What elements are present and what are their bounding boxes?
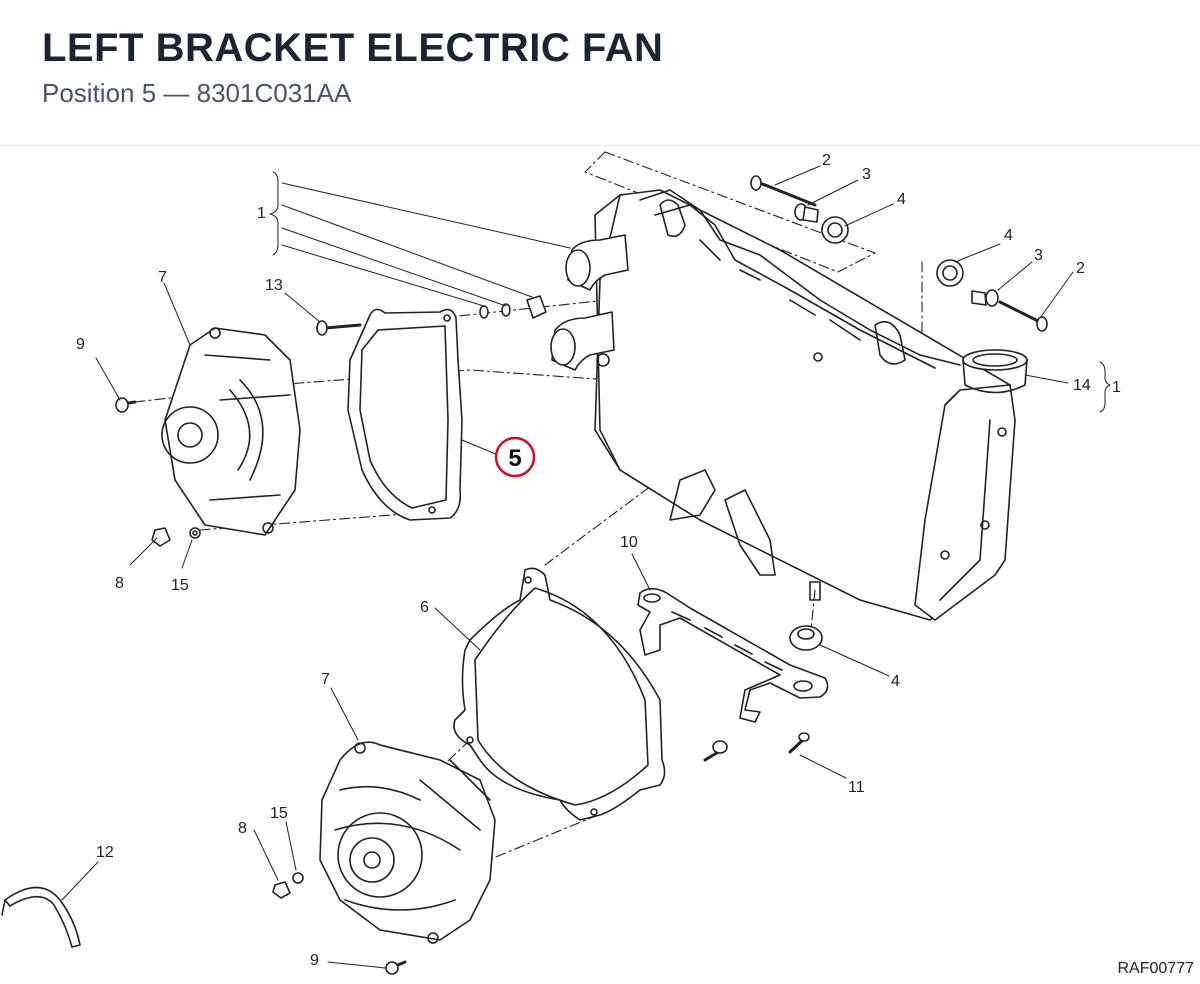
callout-14: 14 — [1073, 377, 1091, 394]
spacer-washers — [479, 295, 547, 319]
callout-8-lower: 8 — [238, 820, 247, 837]
callout-11: 11 — [848, 779, 865, 796]
callout-2-top: 2 — [822, 152, 831, 169]
callout-7-upper: 7 — [158, 269, 167, 286]
leader-lines — [61, 165, 1111, 969]
page-header: LEFT BRACKET ELECTRIC FAN Position 5 — 8… — [0, 0, 1200, 146]
callout-13: 13 — [265, 277, 283, 294]
callout-7-lower: 7 — [321, 671, 330, 688]
callout-2-right: 2 — [1076, 260, 1085, 277]
callout-15-upper: 15 — [171, 577, 189, 594]
lower-fan — [319, 741, 496, 944]
reference-code: RAF00777 — [1117, 960, 1195, 977]
grommet — [789, 625, 823, 651]
callout-3-right: 3 — [1034, 247, 1043, 264]
fan-seal-upper — [347, 308, 463, 521]
fan-bracket — [637, 587, 829, 723]
page-subtitle: Position 5 — 8301C031AA — [42, 78, 352, 108]
highlight-marker-5: 5 — [494, 436, 536, 478]
callout-15-lower: 15 — [270, 805, 288, 822]
callout-1-left: 1 — [257, 205, 266, 222]
upper-fan — [161, 327, 301, 536]
small-fasteners — [115, 320, 810, 975]
callout-12: 12 — [96, 844, 114, 861]
callout-4-bottom: 4 — [891, 673, 900, 690]
callout-1-right: 1 — [1112, 379, 1121, 396]
highlight-number: 5 — [508, 445, 521, 472]
callout-4-top: 4 — [897, 191, 906, 208]
top-fasteners — [750, 175, 1048, 332]
callout-8-upper: 8 — [115, 575, 124, 592]
callout-labels: 1 1 2 2 3 3 4 4 4 6 7 7 8 8 9 9 10 11 12… — [76, 152, 1121, 969]
callout-3-top: 3 — [862, 166, 871, 183]
header-divider — [0, 145, 1200, 146]
page-title: LEFT BRACKET ELECTRIC FAN — [42, 26, 664, 70]
fan-seal-lower — [453, 567, 666, 821]
callout-10: 10 — [620, 534, 638, 551]
callout-6: 6 — [420, 599, 429, 616]
callout-9-lower: 9 — [310, 952, 319, 969]
callout-9-upper: 9 — [76, 336, 85, 353]
callout-4-right: 4 — [1004, 227, 1013, 244]
cable-tie — [1, 886, 81, 948]
radiator — [550, 189, 1028, 621]
